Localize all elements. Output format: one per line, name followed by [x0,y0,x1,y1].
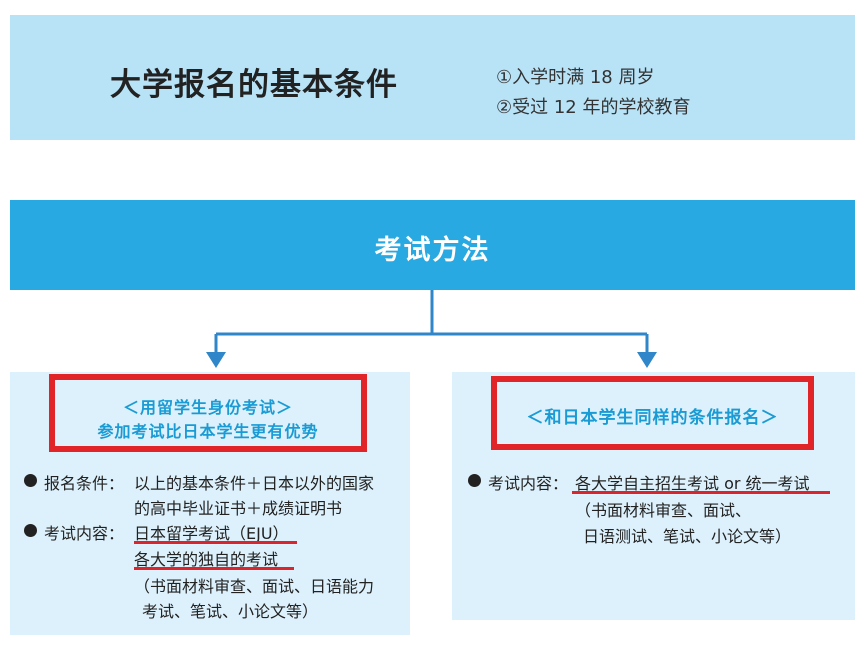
requirement-label: 报名条件： [44,474,125,493]
highlight-box-left [49,374,367,452]
basic-conditions-bar: 大学报名的基本条件 ①入学时满 18 周岁 ②受过 12 年的学校教育 [10,15,855,140]
condition-age: ①入学时满 18 周岁 [496,67,655,88]
exam-content-label: 考试内容： [488,474,569,493]
content-detail-1: （书面材料审查、面试、日语能力 [134,577,375,596]
condition-education: ②受过 12 年的学校教育 [496,97,691,118]
content-detail-1: （书面材料审查、面试、 [575,501,752,520]
left-tag-subtitle: 参加考试比日本学生更有优势 [97,422,319,441]
content-eju: 日本留学考试（EJU） [134,524,289,543]
content-university-exam: 各大学的独自的考试 [134,550,279,569]
underline-eju [134,541,297,544]
arrowhead-right [637,352,657,368]
underline-university-exam [134,567,294,570]
arrowhead-left [206,352,226,368]
exam-content-label: 考试内容： [44,524,125,543]
right-tag-title: ＜和日本学生同样的条件报名＞ [526,408,779,428]
international-student-panel [10,372,410,635]
main-title: 大学报名的基本条件 [110,67,398,103]
content-university-or-unified: 各大学自主招生考试 or 统一考试 [575,474,810,493]
same-as-japanese-panel [452,372,855,620]
bullet-icon [468,474,481,487]
exam-method-header: 考试方法 [10,200,855,290]
content-detail-2: 日语测试、笔试、小论文等） [583,527,792,546]
requirement-line-2: 的高中毕业证书＋成绩证明书 [134,499,343,518]
bullet-icon [24,524,37,537]
requirement-line-1: 以上的基本条件＋日本以外的国家 [134,474,375,493]
highlight-box-right [491,376,814,450]
underline-university-or-unified [572,491,830,494]
exam-method-title: 考试方法 [374,235,491,266]
content-detail-2: 考试、笔试、小论文等） [142,602,319,621]
bullet-icon [24,474,37,487]
left-tag-title: ＜用留学生身份考试＞ [122,398,293,417]
